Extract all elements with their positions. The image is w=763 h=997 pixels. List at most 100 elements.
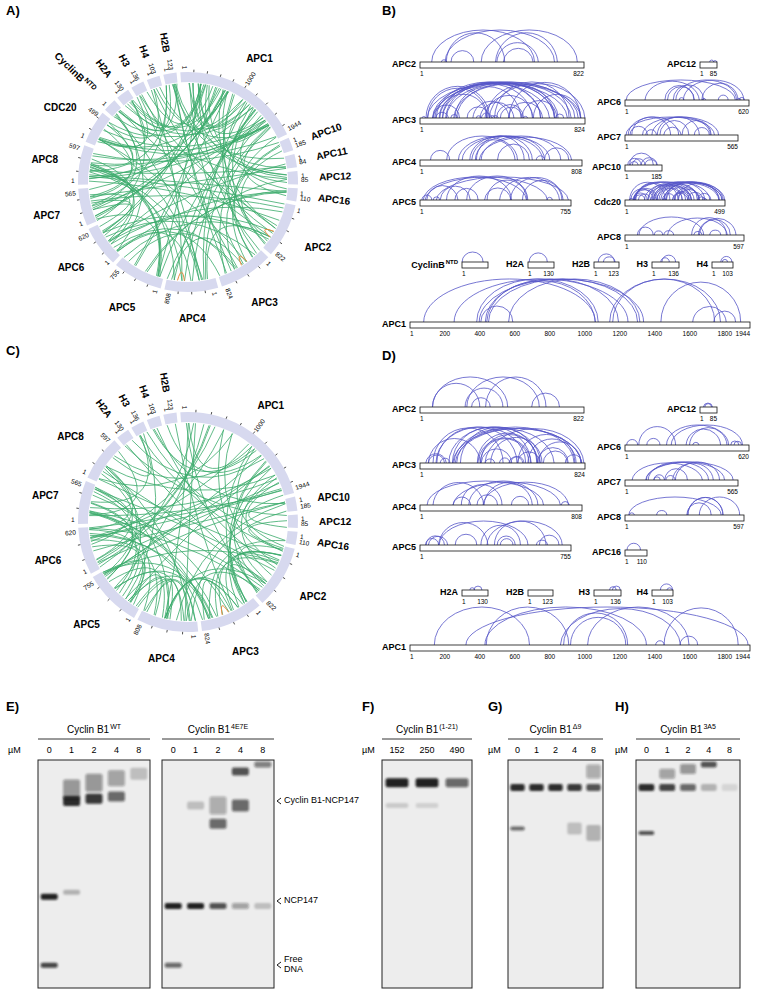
crosslink-arcs — [629, 182, 724, 200]
residue-number: 1 — [420, 70, 424, 77]
gel-band — [165, 903, 182, 909]
residue-number: 1 — [625, 243, 629, 250]
crosslink-arc — [432, 83, 549, 118]
unit-label: µM — [488, 746, 501, 756]
protein-name: APC5 — [73, 619, 100, 630]
residue-number: 808 — [163, 293, 172, 305]
residue-number: 1200 — [613, 330, 627, 337]
crosslink-arc — [686, 429, 721, 445]
protein-name: H2A — [506, 260, 524, 270]
crosslink-chord — [190, 83, 244, 264]
residue-number: 1 — [181, 405, 188, 409]
crosslink-chord — [103, 563, 212, 618]
crosslink-arc — [453, 482, 560, 505]
protein-segment — [280, 138, 294, 154]
crosslink-arc — [472, 398, 491, 407]
crosslink-arc — [647, 438, 660, 445]
scale-tick — [207, 71, 208, 73]
crosslink-arc — [529, 253, 547, 262]
crosslink-arcs — [529, 253, 547, 262]
crosslink-arc — [688, 497, 723, 515]
band-marker — [277, 962, 281, 968]
residue-number: 1 — [528, 270, 532, 277]
gel-band — [210, 903, 227, 909]
residue-number: 620 — [64, 529, 75, 537]
crosslink-arc — [668, 218, 728, 235]
crosslink-arc — [694, 128, 709, 136]
crosslink-arc — [479, 279, 643, 322]
residue-number: 1 — [190, 635, 197, 639]
crosslink-chord — [114, 229, 236, 269]
gel-band — [187, 903, 204, 909]
lane-concentration: 8 — [727, 746, 732, 756]
protein-name: APC3 — [392, 116, 416, 126]
residue-number: 1 — [700, 70, 704, 77]
crosslink-arc — [503, 48, 533, 62]
residue-number: 103 — [148, 403, 158, 415]
crosslink-arc — [661, 282, 741, 322]
gel-band — [510, 784, 524, 791]
crosslink-arc — [440, 458, 450, 463]
protein-segment — [163, 413, 177, 425]
crosslink-arc — [436, 177, 568, 200]
crosslink-arc — [666, 476, 675, 481]
crosslink-arc — [673, 192, 689, 200]
crosslink-arc — [634, 182, 699, 200]
crosslink-arc — [628, 117, 679, 135]
crosslink-chord — [198, 84, 259, 251]
scale-tick — [120, 609, 122, 611]
gel-band — [63, 780, 80, 800]
protein-name: APC1 — [246, 53, 273, 64]
residue-number: 1 — [420, 513, 424, 520]
crosslink-arc — [682, 120, 711, 135]
protein-bar — [625, 200, 725, 206]
crosslink-arc — [474, 586, 482, 590]
protein-segment — [286, 188, 297, 202]
protein-segment — [285, 497, 297, 512]
residue-number: 1 — [625, 453, 629, 460]
residue-number: 1200 — [613, 653, 627, 660]
crosslink-arc — [610, 279, 721, 322]
residue-number: 800 — [544, 653, 555, 660]
lane-concentration: 152 — [389, 746, 404, 756]
gel-bands — [639, 762, 738, 835]
protein-name: H2B — [158, 32, 172, 54]
crosslink-arc — [485, 188, 511, 200]
crosslink-chord — [106, 221, 255, 255]
residue-number: 1000 — [578, 653, 592, 660]
protein-name: H2B — [506, 588, 524, 598]
residue-number: 1 — [625, 523, 629, 530]
protein-bar — [625, 550, 647, 556]
gel-band — [639, 784, 655, 791]
crosslink-arc — [660, 584, 672, 590]
residue-number: 620 — [77, 231, 90, 242]
crosslink-arcs — [660, 584, 672, 590]
gel-band — [86, 794, 103, 804]
protein-name: H2A — [94, 57, 115, 80]
panel-letter: F) — [362, 700, 374, 714]
crosslink-arc — [447, 136, 518, 160]
scale-tick — [82, 559, 84, 561]
protein-name: H3 — [578, 588, 590, 598]
protein-bar — [462, 590, 488, 596]
crosslink-chord — [114, 449, 254, 479]
gel-background — [636, 760, 740, 988]
protein-name: APC10 — [592, 163, 621, 173]
residue-number: 1 — [151, 289, 159, 295]
crosslink-arc — [426, 86, 489, 118]
scale-tick — [134, 279, 135, 281]
crosslink-arc — [500, 539, 513, 545]
gel-band — [108, 770, 125, 786]
scale-tick — [76, 171, 78, 172]
crosslink-arcs — [703, 403, 712, 407]
protein-segment — [286, 531, 298, 545]
lane-concentration: 1 — [69, 746, 74, 756]
protein-name: APC6 — [35, 555, 62, 566]
crosslink-arc — [479, 137, 571, 160]
lane-concentration: 0 — [644, 746, 649, 756]
protein-name: APC1 — [257, 400, 284, 411]
unit-label: µM — [362, 746, 375, 756]
protein-name-superscript: NTD — [446, 259, 458, 265]
residue-number: 1 — [420, 126, 424, 133]
crosslink-chord — [104, 550, 279, 573]
